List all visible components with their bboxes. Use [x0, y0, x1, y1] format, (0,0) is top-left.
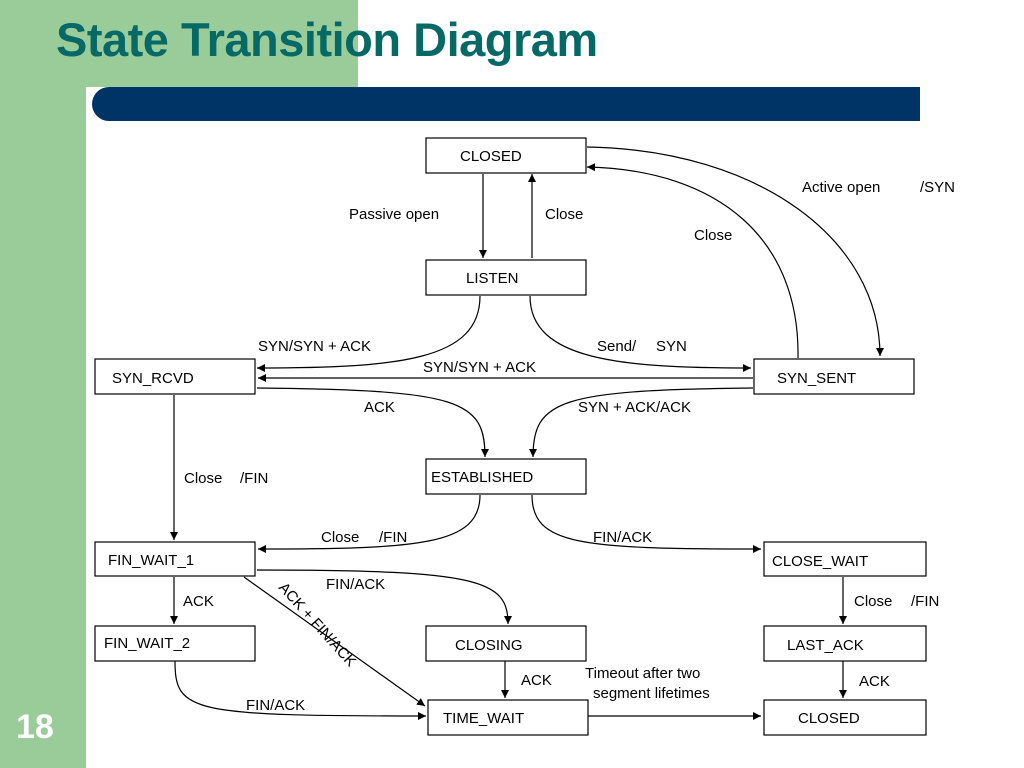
state-established: ESTABLISHED [425, 458, 587, 495]
state-label: FIN_WAIT_2 [104, 635, 190, 652]
label-ack: ACK [183, 593, 214, 610]
state-syn-sent: SYN_SENT [753, 358, 915, 395]
state-label: CLOSING [455, 637, 523, 654]
label-syn-synack: SYN/SYN + ACK [423, 359, 536, 376]
label-fin: /FIN [379, 529, 407, 546]
label-fin: /FIN [240, 470, 268, 487]
state-label: LISTEN [466, 270, 519, 287]
state-closed-bottom: CLOSED [763, 699, 927, 736]
edge-fin-wait-1-to-time-wait [243, 576, 426, 707]
label-ack: ACK [859, 673, 890, 690]
state-label: ESTABLISHED [431, 469, 533, 486]
label-synack-ack: SYN + ACK/ACK [578, 399, 691, 416]
state-close-wait: CLOSE_WAIT [763, 541, 927, 577]
edge-syn-sent-to-closed [586, 163, 799, 359]
edge-closed-to-syn-sent [586, 146, 884, 357]
label-send: Send/ [597, 338, 637, 355]
title-underline-bar [92, 87, 920, 121]
edge-established-to-fin-wait-1 [257, 494, 481, 553]
label-close: Close [694, 227, 732, 244]
state-label: SYN_RCVD [112, 370, 194, 387]
state-fin-wait-1: FIN_WAIT_1 [94, 541, 256, 577]
label-timeout-line-1: Timeout after two [585, 665, 700, 682]
state-closing: CLOSING [425, 625, 587, 662]
edge-listen-to-syn-sent [529, 295, 752, 372]
label-fin-ack: FIN/ACK [593, 529, 652, 546]
label-close: Close [184, 470, 222, 487]
label-timeout-line-2: segment lifetimes [593, 685, 710, 702]
label-send-syn: SYN [656, 338, 687, 355]
label-fin-ack: FIN/ACK [326, 576, 385, 593]
edge-listen-to-syn-rcvd [256, 295, 481, 372]
state-listen: LISTEN [425, 259, 587, 296]
state-last-ack: LAST_ACK [763, 625, 927, 662]
state-label: CLOSED [798, 710, 860, 727]
label-passive-open: Passive open [349, 206, 439, 223]
label-active-open: Active open [802, 179, 880, 196]
edge-fin-wait-2-to-time-wait [174, 660, 427, 720]
state-closed-top: CLOSED [425, 137, 587, 174]
label-syn-synack: SYN/SYN + ACK [258, 338, 371, 355]
state-label: FIN_WAIT_1 [108, 552, 194, 569]
state-fin-wait-2: FIN_WAIT_2 [94, 625, 256, 662]
state-label: TIME_WAIT [443, 710, 524, 727]
edge-fin-wait-1-to-closing [256, 569, 512, 625]
title-background [0, 0, 358, 87]
label-fin-ack: FIN/ACK [246, 697, 305, 714]
slide-title: State Transition Diagram [56, 13, 598, 66]
label-active-open-syn: /SYN [920, 179, 955, 196]
label-close: Close [545, 206, 583, 223]
label-ack: ACK [364, 399, 395, 416]
state-time-wait: TIME_WAIT [427, 699, 589, 736]
state-syn-rcvd: SYN_RCVD [94, 358, 256, 395]
sidebar-strip [0, 0, 86, 768]
edges [170, 146, 884, 720]
label-close: Close [854, 593, 892, 610]
label-ack: ACK [521, 672, 552, 689]
label-fin: /FIN [911, 593, 939, 610]
state-label: SYN_SENT [777, 370, 856, 387]
state-label: LAST_ACK [787, 637, 864, 654]
edge-established-to-close-wait [531, 494, 762, 553]
state-label: CLOSED [460, 148, 522, 165]
state-label: CLOSE_WAIT [772, 553, 868, 570]
label-close: Close [321, 529, 359, 546]
edge-syn-sent-to-established [529, 387, 754, 458]
edge-syn-rcvd-to-established [256, 387, 489, 458]
slide-number: 18 [16, 708, 54, 746]
